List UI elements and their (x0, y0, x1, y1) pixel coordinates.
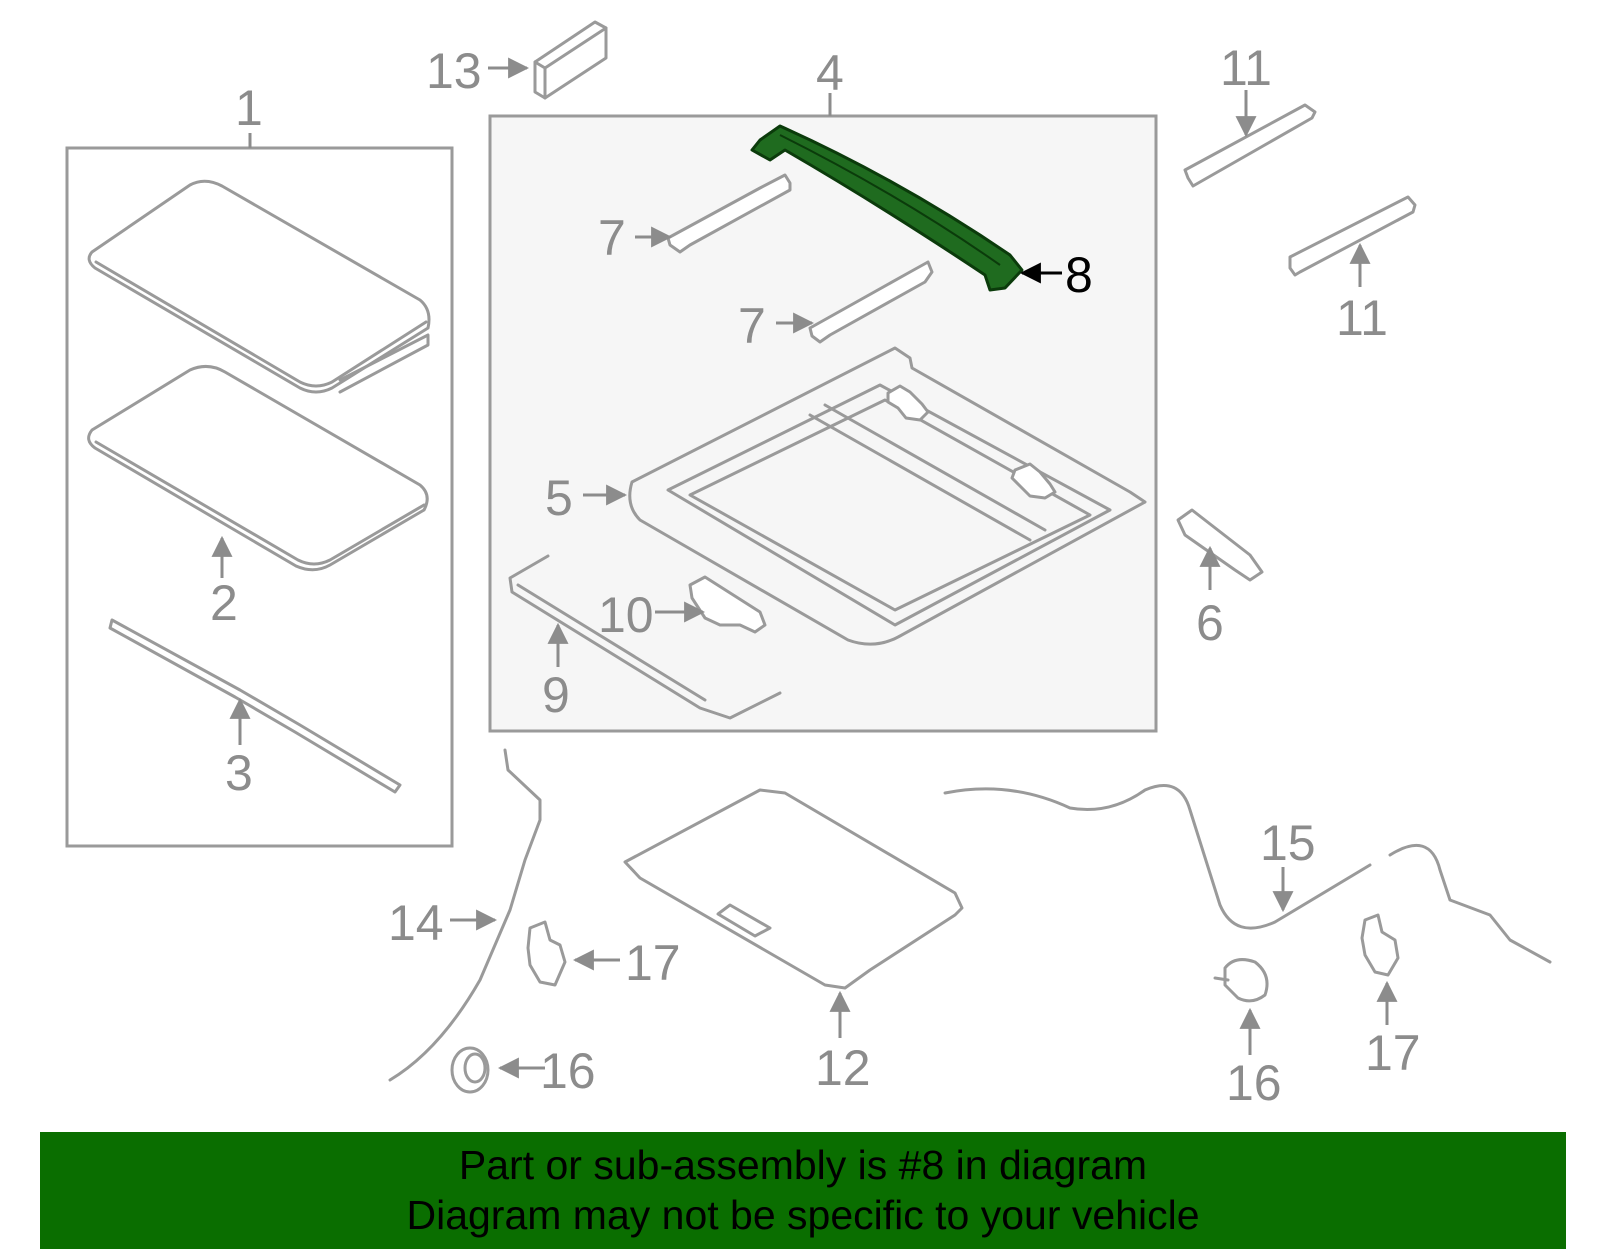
part-5-frame (628, 346, 1147, 646)
part-12-shade (623, 788, 964, 990)
callout-7-upper: 7 (598, 210, 626, 266)
callout-17-right: 17 (1365, 1025, 1421, 1081)
bolt-lower (1010, 462, 1057, 500)
part-16-grommet-right (1213, 958, 1269, 1003)
callout-11-lower: 11 (1336, 290, 1388, 346)
part-15-hose (943, 784, 1552, 964)
banner-line-1: Part or sub-assembly is #8 in diagram (458, 1142, 1148, 1188)
callout-16-right: 16 (1226, 1055, 1282, 1111)
callout-5: 5 (545, 470, 573, 526)
callout-4: 4 (816, 45, 844, 101)
part-11-strip-upper (1183, 103, 1317, 188)
part-6-bracket (1176, 508, 1264, 582)
part-13-block (533, 20, 608, 100)
part-17-clip-right (1360, 913, 1400, 977)
callout-2: 2 (210, 575, 238, 631)
callout-15: 15 (1260, 815, 1316, 871)
bolt-upper (886, 384, 930, 422)
part-7-bracket-lower (808, 260, 934, 344)
part-17-clip-left (526, 920, 567, 987)
callout-13: 13 (426, 43, 482, 99)
part-3-strip (108, 618, 402, 794)
glass-panel-part (87, 179, 431, 394)
part-11-strip-lower (1288, 195, 1417, 277)
callout-14: 14 (388, 895, 444, 951)
part-14-hose (388, 748, 542, 1082)
part-7-bracket-upper (666, 173, 792, 254)
callout-12: 12 (815, 1040, 871, 1096)
part-2-seal-panel (87, 365, 429, 572)
banner-line-2: Diagram may not be specific to your vehi… (406, 1192, 1200, 1238)
callout-8: 8 (1065, 247, 1093, 303)
callout-16-left: 16 (540, 1043, 596, 1099)
callout-6: 6 (1196, 595, 1224, 651)
info-banner: Part or sub-assembly is #8 in diagram Di… (40, 1132, 1566, 1249)
callout-9: 9 (542, 667, 570, 723)
part-8-highlighted (750, 124, 1024, 292)
part-9-drain (508, 554, 782, 720)
callout-17-left: 17 (625, 935, 681, 991)
callout-3: 3 (225, 745, 253, 801)
part-16-grommet-left (450, 1046, 490, 1094)
callout-1: 1 (235, 80, 263, 136)
callout-7-lower: 7 (738, 298, 766, 354)
callout-10: 10 (598, 587, 654, 643)
callout-11-upper: 11 (1220, 40, 1272, 96)
